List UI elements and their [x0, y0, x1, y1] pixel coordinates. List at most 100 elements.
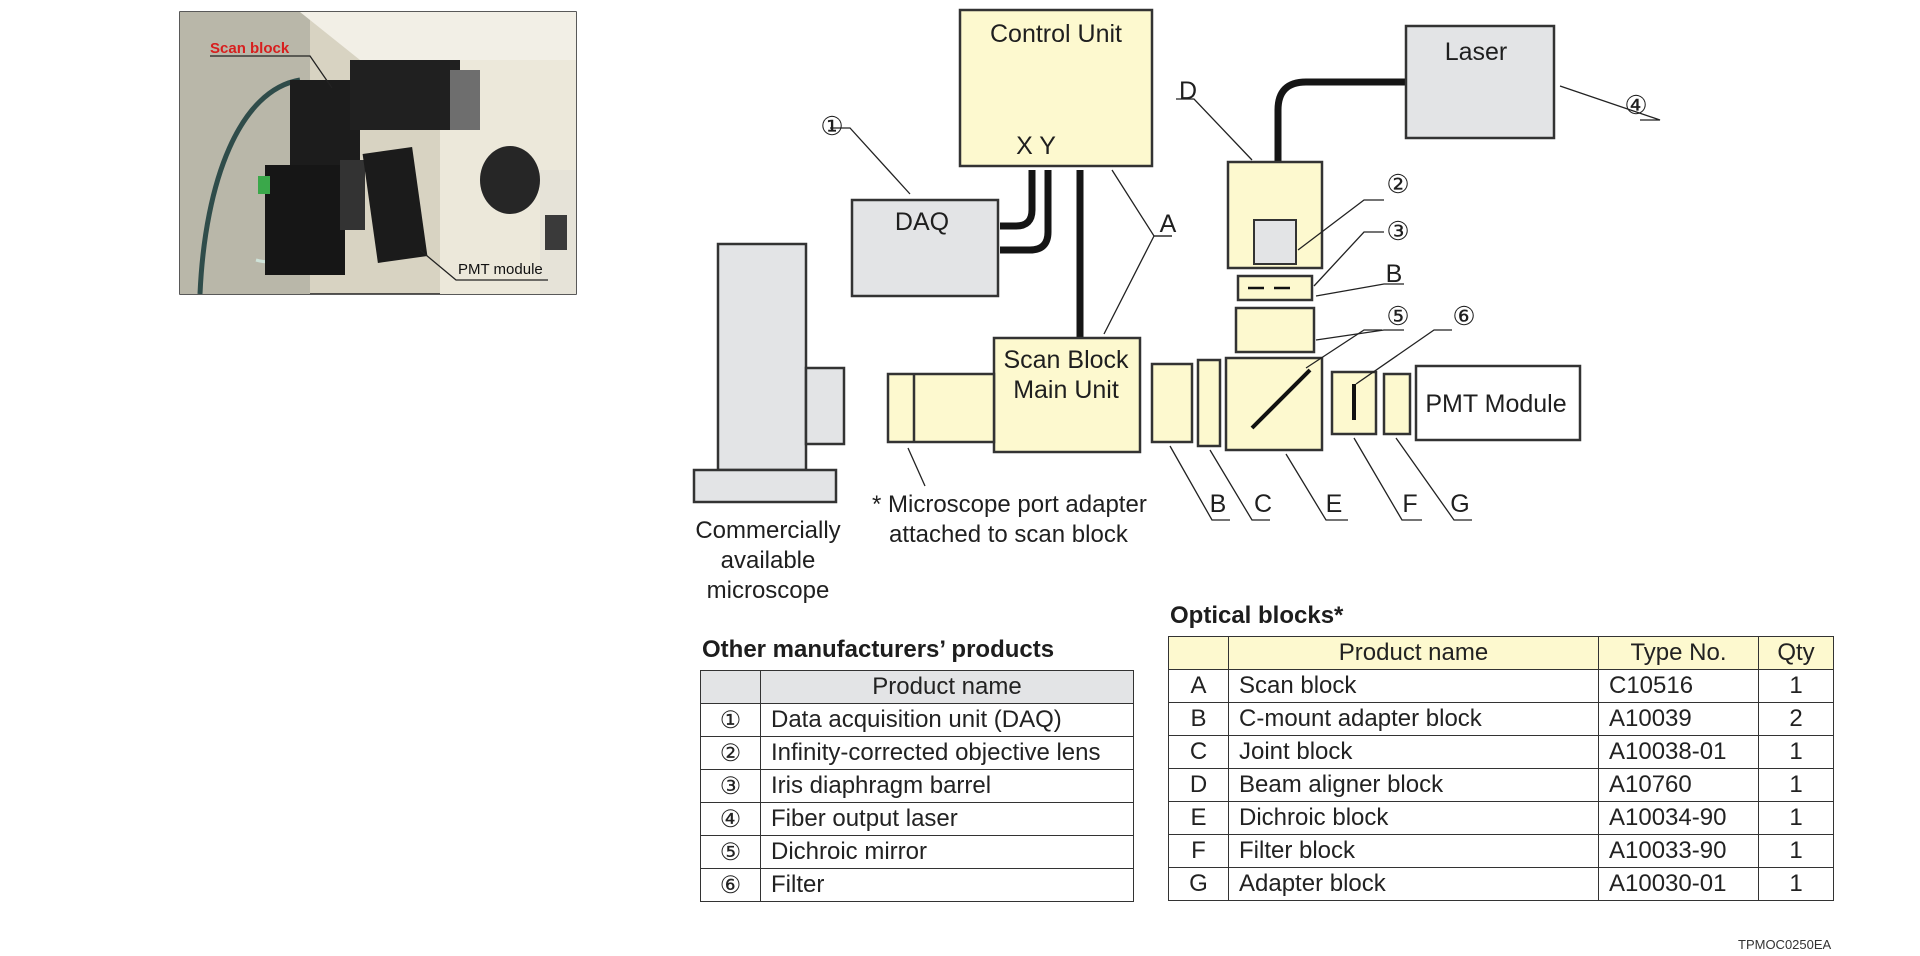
other-products-title: Other manufacturers’ products: [702, 636, 1055, 663]
row-index: ⑥: [700, 868, 761, 902]
row-product-name: Filter: [760, 868, 1134, 902]
row-product-name: Joint block: [1228, 735, 1599, 769]
c-mount-adapter-block-top: [1234, 306, 1316, 354]
row-letter: F: [1168, 834, 1229, 868]
microscope-label-line1: Commercially: [695, 517, 840, 544]
scan-block-label-line1: Scan Block: [1003, 346, 1129, 374]
letter-e: E: [1326, 490, 1343, 518]
row-product-name: Data acquisition unit (DAQ): [760, 703, 1134, 737]
control-unit-box: [958, 8, 1154, 168]
header-cell: [700, 670, 761, 704]
row-type-no: A10034-90: [1598, 801, 1759, 835]
filter-block: [1330, 370, 1378, 436]
row-type-no: A10038-01: [1598, 735, 1759, 769]
row-type-no: A10030-01: [1598, 867, 1759, 901]
row-letter: D: [1168, 768, 1229, 802]
header-cell: Product name: [1228, 636, 1599, 670]
daq-box: [850, 198, 1000, 298]
number-4: ④: [1624, 90, 1647, 120]
c-mount-adapter-block-side: [1150, 362, 1194, 444]
microscope-label-line3: microscope: [707, 577, 830, 604]
row-qty: 1: [1758, 867, 1834, 901]
row-qty: 1: [1758, 834, 1834, 868]
control-unit-label: Control Unit: [990, 20, 1122, 48]
header-cell: Qty: [1758, 636, 1834, 670]
row-product-name: C-mount adapter block: [1228, 702, 1599, 736]
row-letter: C: [1168, 735, 1229, 769]
letter-b-top: B: [1386, 260, 1403, 288]
row-letter: A: [1168, 669, 1229, 703]
row-product-name: Fiber output laser: [760, 802, 1134, 836]
microscope: [692, 242, 846, 504]
letter-d: D: [1179, 77, 1197, 105]
row-type-no: A10039: [1598, 702, 1759, 736]
row-product-name: Scan block: [1228, 669, 1599, 703]
number-1: ①: [820, 111, 843, 141]
adapter-note-line2: attached to scan block: [889, 521, 1129, 548]
cables: [1000, 78, 1410, 340]
leader-lines: [830, 85, 1661, 521]
row-type-no: A10033-90: [1598, 834, 1759, 868]
row-index: ①: [700, 703, 761, 737]
row-index: ④: [700, 802, 761, 836]
number-2: ②: [1386, 169, 1409, 199]
row-letter: G: [1168, 867, 1229, 901]
row-product-name: Dichroic block: [1228, 801, 1599, 835]
document-code: TPMOC0250EA: [1738, 937, 1832, 952]
row-letter: E: [1168, 801, 1229, 835]
scan-block-label-line2: Main Unit: [1013, 376, 1119, 404]
row-product-name: Filter block: [1228, 834, 1599, 868]
letter-f: F: [1402, 490, 1417, 518]
number-5: ⑤: [1386, 301, 1409, 331]
row-qty: 2: [1758, 702, 1834, 736]
header-cell: [1168, 636, 1229, 670]
row-product-name: Infinity-corrected objective lens: [760, 736, 1134, 770]
row-qty: 1: [1758, 669, 1834, 703]
photo-scan-block-label: Scan block: [210, 40, 290, 57]
optical-blocks-title: Optical blocks*: [1170, 602, 1344, 629]
dichroic-block: [1224, 356, 1324, 452]
photo: Scan block PMT module: [179, 11, 577, 295]
letter-g: G: [1450, 490, 1469, 518]
number-3: ③: [1386, 216, 1409, 246]
header-cell: Product name: [760, 670, 1134, 704]
row-product-name: Adapter block: [1228, 867, 1599, 901]
adapter-block: [1382, 372, 1412, 436]
number-6: ⑥: [1452, 301, 1475, 331]
letter-c: C: [1254, 490, 1272, 518]
row-type-no: A10760: [1598, 768, 1759, 802]
beam-aligner-block: [1226, 160, 1324, 270]
row-product-name: Beam aligner block: [1228, 768, 1599, 802]
header-cell: Type No.: [1598, 636, 1759, 670]
letter-b-bottom: B: [1210, 490, 1227, 518]
photo-pmt-module-label: PMT module: [458, 261, 543, 278]
laser-label: Laser: [1445, 38, 1508, 66]
row-product-name: Iris diaphragm barrel: [760, 769, 1134, 803]
table-header-row: Product name Type No. Qty: [1168, 636, 1834, 670]
row-qty: 1: [1758, 735, 1834, 769]
row-qty: 1: [1758, 768, 1834, 802]
xy-label: X Y: [1016, 132, 1056, 160]
table-header-row: Product name: [700, 670, 1134, 704]
adapter-note-line1: * Microscope port adapter: [872, 491, 1147, 518]
daq-label: DAQ: [895, 208, 949, 236]
row-index: ⑤: [700, 835, 761, 869]
laser-box: [1404, 24, 1556, 140]
microscope-label-line2: available: [721, 547, 816, 574]
pmt-module-label: PMT Module: [1425, 390, 1566, 418]
pmt-module-box: [1414, 364, 1582, 442]
row-qty: 1: [1758, 801, 1834, 835]
